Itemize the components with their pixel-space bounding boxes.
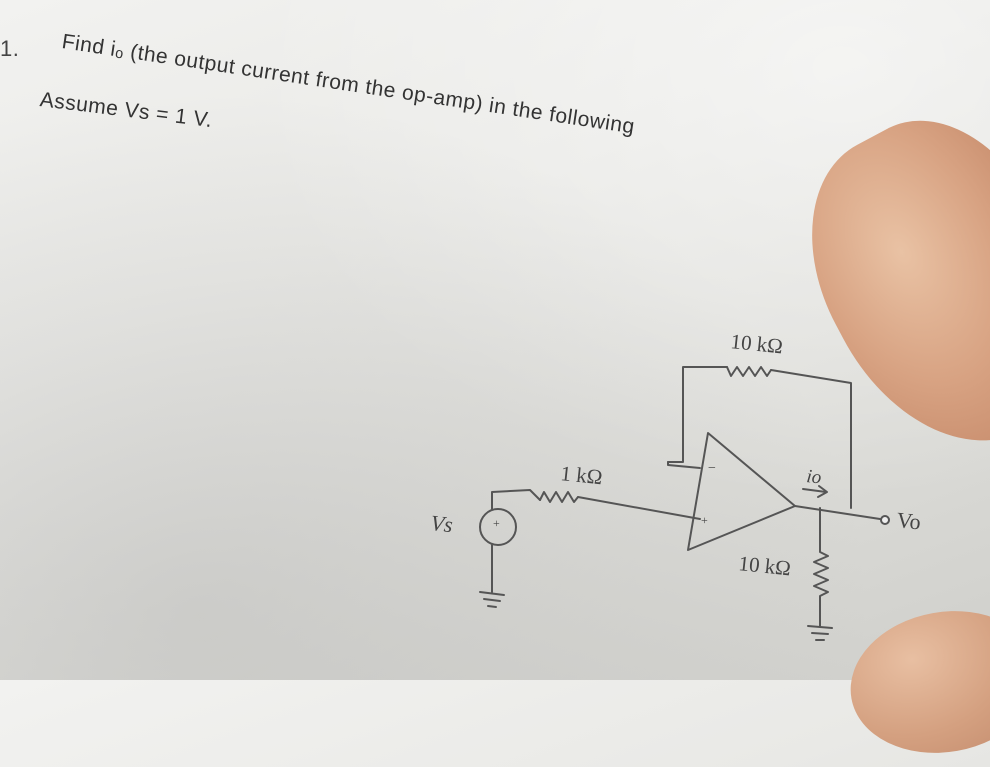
source-circle xyxy=(479,508,517,546)
load-resistor-label: 10 kΩ xyxy=(737,551,792,580)
feedback-wire-right xyxy=(770,369,852,509)
opamp-inverting-sign: − xyxy=(708,461,716,476)
problem-number: 1. xyxy=(0,36,20,61)
output-label: Vo xyxy=(895,507,922,534)
output-wire xyxy=(794,505,881,520)
opamp-noninverting-sign: + xyxy=(701,513,708,527)
source-plus-sign: + xyxy=(493,516,500,530)
feedback-wire xyxy=(667,366,728,463)
input-wire xyxy=(577,496,701,520)
input-resistor-label: 1 kΩ xyxy=(559,461,603,489)
inverting-input-wire xyxy=(667,461,701,469)
output-terminal xyxy=(880,515,890,525)
source-label: Vs xyxy=(429,510,453,537)
circuit-diagram: 10 kΩ 1 kΩ 10 kΩ Vs + Vo io − + xyxy=(429,329,922,641)
input-resistor-symbol xyxy=(539,491,579,503)
feedback-resistor-label: 10 kΩ xyxy=(729,329,784,358)
current-label: io xyxy=(805,466,822,488)
opamp-triangle xyxy=(687,432,796,551)
feedback-resistor-symbol xyxy=(726,366,772,377)
current-arrow xyxy=(802,488,827,493)
load-resistor-symbol xyxy=(813,507,829,627)
source-top-wire xyxy=(491,489,541,510)
